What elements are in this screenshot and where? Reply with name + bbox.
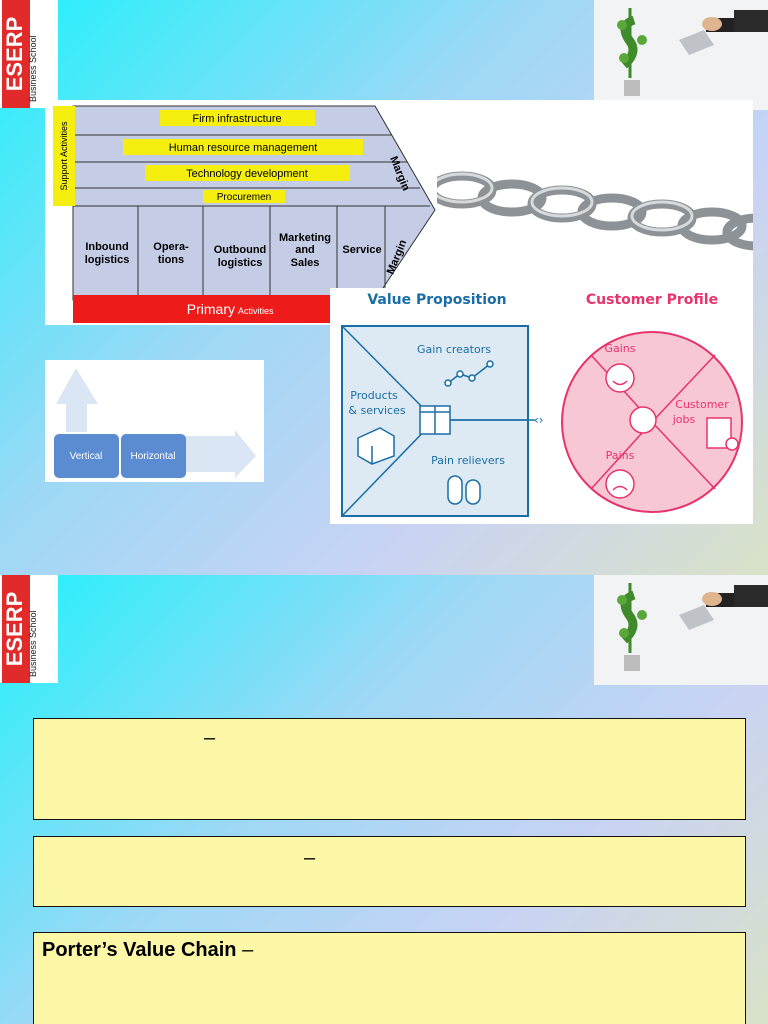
box1-dash: –: [204, 727, 216, 749]
horizontal-label: Horizontal: [130, 451, 175, 462]
money-plant-photo: [594, 0, 768, 110]
box-icon: [357, 427, 395, 465]
money-plant-illustration-2: [594, 575, 768, 685]
eserp-logo-mark: ESERP: [2, 0, 30, 108]
vp-title: Value Proposition: [367, 292, 506, 308]
svg-text:ESERP: ESERP: [2, 17, 27, 92]
chain-image: [427, 100, 768, 290]
text-box-porter: Porter’s Value Chain –: [33, 932, 746, 1024]
customer-label: Customer: [675, 398, 729, 411]
frown-icon: [605, 469, 635, 499]
logo-subtitle: Business School: [28, 35, 38, 102]
face-profile-icon: [629, 406, 657, 434]
logo-subtitle-2: Business School: [28, 610, 38, 677]
value-proposition-canvas: Value Proposition Customer Profile Gain …: [330, 288, 753, 524]
services-label: & services: [348, 404, 405, 417]
text-box-2: –: [33, 836, 746, 907]
box2-dash: –: [304, 847, 316, 869]
pain-relievers-label: Pain relievers: [431, 454, 505, 467]
document-check-icon: [706, 417, 739, 451]
support-row-hrm: Human resource management: [169, 142, 318, 154]
svg-text:ESERP: ESERP: [2, 592, 27, 667]
eserp-logo: ESERP Business School: [0, 0, 58, 108]
vertical-label: Vertical: [70, 451, 103, 462]
gain-creators-label: Gain creators: [417, 343, 491, 356]
eserp-logo-2: ESERP Business School: [0, 575, 58, 683]
gift-icon: [419, 405, 451, 435]
text-box-1: –: [33, 718, 746, 820]
gains-label: Gains: [604, 342, 635, 355]
cp-title: Customer Profile: [586, 292, 718, 308]
porter-title: Porter’s Value Chain: [42, 939, 237, 961]
support-row-procurement: Procuremen: [217, 192, 271, 203]
primary-activities-label: Primary: [187, 301, 235, 317]
slide-1: ESERP Business School: [0, 0, 768, 575]
pains-label: Pains: [606, 449, 635, 462]
porter-dash: –: [236, 939, 254, 961]
primary-col-operations: Opera-tions: [153, 241, 189, 266]
porter-heading: Porter’s Value Chain –: [42, 939, 253, 962]
money-plant-illustration: [594, 0, 768, 110]
money-plant-photo-2: [594, 575, 768, 685]
support-row-firm: Firm infrastructure: [192, 113, 281, 125]
value-chain-diagram: Support Activities Firm infrastructure H…: [45, 100, 437, 325]
primary-activities-suffix: Activities: [238, 306, 274, 316]
products-label: Products: [350, 389, 398, 402]
jobs-label: jobs: [672, 413, 696, 426]
gain-creators-icon: [444, 360, 494, 387]
eserp-logo-mark-2: ESERP: [2, 575, 30, 683]
slide-2: ESERP Business School – – Porter’s Value…: [0, 575, 768, 1024]
fit-arrow-head: ‹›: [534, 413, 544, 427]
vertical-horizontal-diagram: Vertical Horizontal: [45, 360, 264, 482]
smile-icon: [605, 363, 635, 393]
support-row-tech: Technology development: [186, 168, 308, 180]
primary-col-service: Service: [342, 244, 381, 256]
pills-icon: [447, 475, 481, 505]
support-activities-label: Support Activities: [59, 121, 69, 191]
